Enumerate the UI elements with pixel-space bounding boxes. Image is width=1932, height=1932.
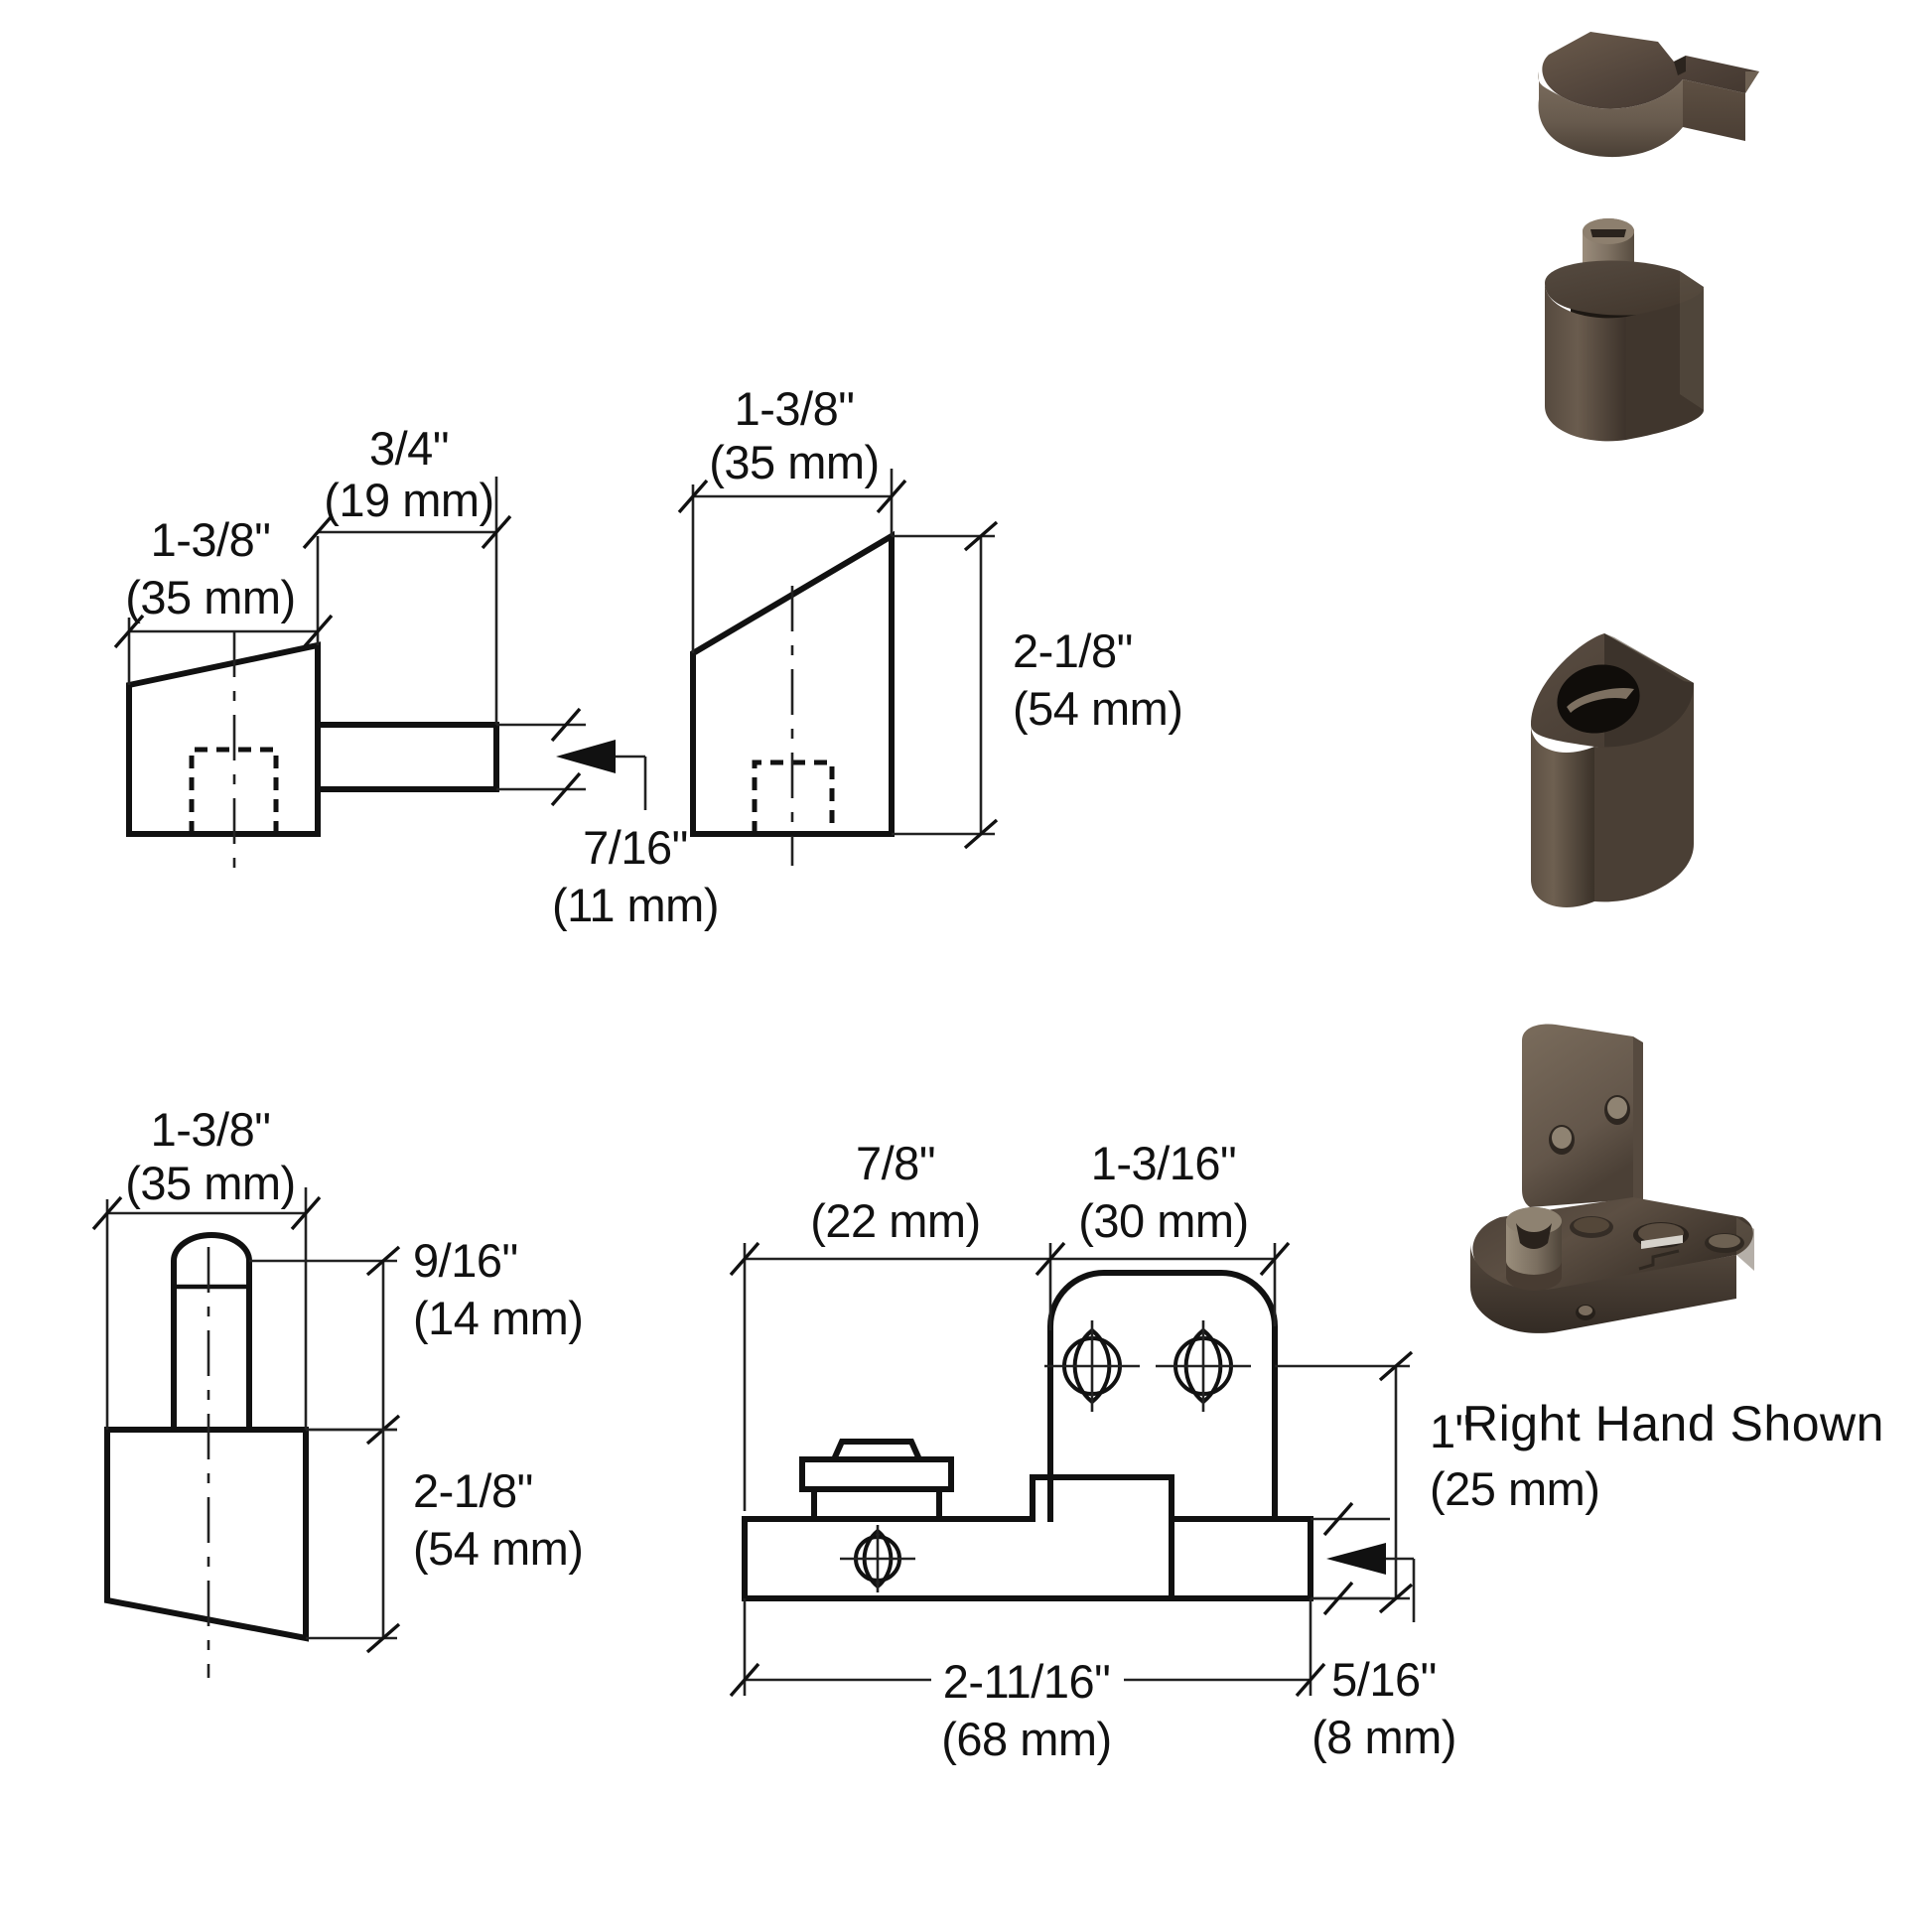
dim-label-pin-dia-metric: (11 mm)	[552, 879, 719, 931]
dim-label-body-height-inch: 2-1/8"	[413, 1464, 533, 1517]
dim-tick	[729, 1662, 760, 1698]
right-hand-shown-caption: Right Hand Shown	[1462, 1396, 1884, 1451]
dim-tick	[302, 514, 334, 550]
dim-label-width-body-metric: (35 mm)	[125, 571, 295, 623]
dim-tick	[1035, 1241, 1066, 1277]
dim-tick	[481, 514, 512, 550]
front-face	[1531, 725, 1594, 907]
top-face	[1542, 32, 1759, 109]
dim-tick	[365, 1245, 401, 1277]
dim-arrow	[1326, 1543, 1386, 1575]
dim-label-thickness-inch: 5/16"	[1331, 1653, 1437, 1706]
dim-label-thickness-metric: (8 mm)	[1311, 1711, 1456, 1763]
hole-highlight	[1567, 687, 1634, 713]
render-pivot-body	[1489, 616, 1787, 943]
dim-label-width-inch: 1-3/8"	[151, 1103, 271, 1156]
dim-label-width-body-inch: 1-3/8"	[151, 513, 271, 566]
dim-tick	[550, 771, 582, 807]
dim-label-pin-height-inch: 9/16"	[413, 1234, 518, 1287]
render-intermediate-bushing	[1509, 213, 1777, 472]
body-outline	[104, 1427, 309, 1642]
body-top-face	[1545, 260, 1704, 316]
body-edge-highlight	[1680, 271, 1704, 410]
dim-tick	[1378, 1350, 1414, 1382]
view-top-right: 1-3/8" (35 mm) 2-1/8" (54 mm)	[625, 382, 1183, 953]
dim-label-offset-right-inch: 1-3/16"	[1091, 1137, 1236, 1189]
pivot-stud-nut	[1506, 1261, 1562, 1291]
dim-tick	[550, 707, 582, 743]
dim-label-height-inch: 2-1/8"	[1013, 624, 1133, 677]
dim-label-width-pin-inch: 3/4"	[369, 422, 449, 475]
dim-label-offset-left-inch: 7/8"	[856, 1137, 935, 1189]
tab-face	[1683, 79, 1745, 141]
vertical-plate	[1522, 1024, 1633, 1207]
dim-tick	[302, 614, 334, 649]
base-plate-right-edge	[1736, 1217, 1754, 1271]
base-step-notch	[1638, 1249, 1680, 1271]
dim-label-width-pin-metric: (19 mm)	[324, 474, 493, 526]
dim-label-length-inch: 2-11/16"	[943, 1655, 1111, 1708]
dim-label-width-metric: (35 mm)	[125, 1157, 295, 1209]
view-bottom-left: 1-3/8" (35 mm) 9/16" (14 mm) 2-1/8" (54 …	[60, 1103, 675, 1698]
dim-label-height-metric: (25 mm)	[1430, 1462, 1599, 1515]
base-front-hole-inner	[1579, 1306, 1592, 1315]
front-face	[1538, 71, 1683, 158]
dim-tick	[729, 1241, 760, 1277]
dim-tick	[1322, 1581, 1354, 1616]
body-front	[1545, 283, 1626, 442]
dim-tick	[876, 479, 907, 514]
dim-tick	[290, 1195, 322, 1231]
dim-label-pin-dia-inch: 7/16"	[583, 821, 688, 874]
base-plate-outline	[742, 1474, 1313, 1601]
screw-hole-left	[1044, 1320, 1140, 1412]
render-top-cap	[1479, 20, 1807, 208]
dim-label-offset-left-metric: (22 mm)	[810, 1194, 980, 1247]
dim-arrow	[556, 740, 616, 773]
dim-tick	[91, 1195, 123, 1231]
dim-tick	[113, 614, 145, 649]
edge-highlight	[1604, 633, 1694, 683]
render-bottom-bracket	[1445, 1023, 1842, 1380]
vertical-plate-edge	[1633, 1036, 1643, 1203]
pivot-stud-slot	[1516, 1223, 1552, 1249]
pin-slot	[1590, 229, 1626, 237]
plate-hole-lower-inner	[1552, 1127, 1572, 1149]
base-screw-1-inner	[1574, 1217, 1609, 1233]
notch-shadow	[1674, 56, 1686, 75]
dim-label-offset-right-metric: (30 mm)	[1078, 1194, 1248, 1247]
pivot-stud-top	[1506, 1207, 1562, 1235]
dim-label-pin-height-metric: (14 mm)	[413, 1292, 583, 1344]
dim-tick	[1378, 1583, 1414, 1614]
dim-tick	[963, 520, 999, 552]
view-bottom-right: 7/8" (22 mm) 1-3/16" (30 mm) 2-11/16" (6…	[695, 1132, 1600, 1827]
dim-tick	[365, 1622, 401, 1654]
base-screw-3-inner	[1709, 1234, 1740, 1248]
screw-hole-right	[1156, 1320, 1251, 1412]
view-top-left: 1-3/8" (35 mm) 3/4" (19 mm) 7/16" (11 mm…	[60, 422, 755, 953]
base-screw-2-slot	[1641, 1235, 1683, 1249]
screw-hole-base	[840, 1525, 915, 1592]
body-outline	[126, 641, 321, 837]
dim-tick	[1295, 1662, 1326, 1698]
bolt-head-outline	[799, 1439, 954, 1522]
plate-hole-upper-inner	[1607, 1097, 1627, 1119]
body-right	[1626, 287, 1704, 440]
pin-outline	[171, 1232, 252, 1433]
upright-tab-outline	[1047, 1270, 1278, 1522]
dim-label-height-inch: 1"	[1430, 1405, 1471, 1457]
dim-tick	[1259, 1241, 1291, 1277]
dim-label-body-height-metric: (54 mm)	[413, 1522, 583, 1575]
dim-tick	[677, 479, 709, 514]
base-plate-side	[1470, 1243, 1736, 1333]
dim-label-height-metric: (54 mm)	[1013, 682, 1182, 735]
dim-label-width-metric: (35 mm)	[709, 436, 879, 488]
dim-tick	[1322, 1501, 1354, 1537]
tab-edge-highlight	[1745, 71, 1759, 93]
dim-tick	[963, 818, 999, 850]
pin-outline	[315, 722, 499, 792]
dim-label-length-metric: (68 mm)	[941, 1713, 1111, 1765]
body-right-face	[1594, 683, 1694, 902]
dim-label-width-inch: 1-3/8"	[735, 382, 855, 435]
